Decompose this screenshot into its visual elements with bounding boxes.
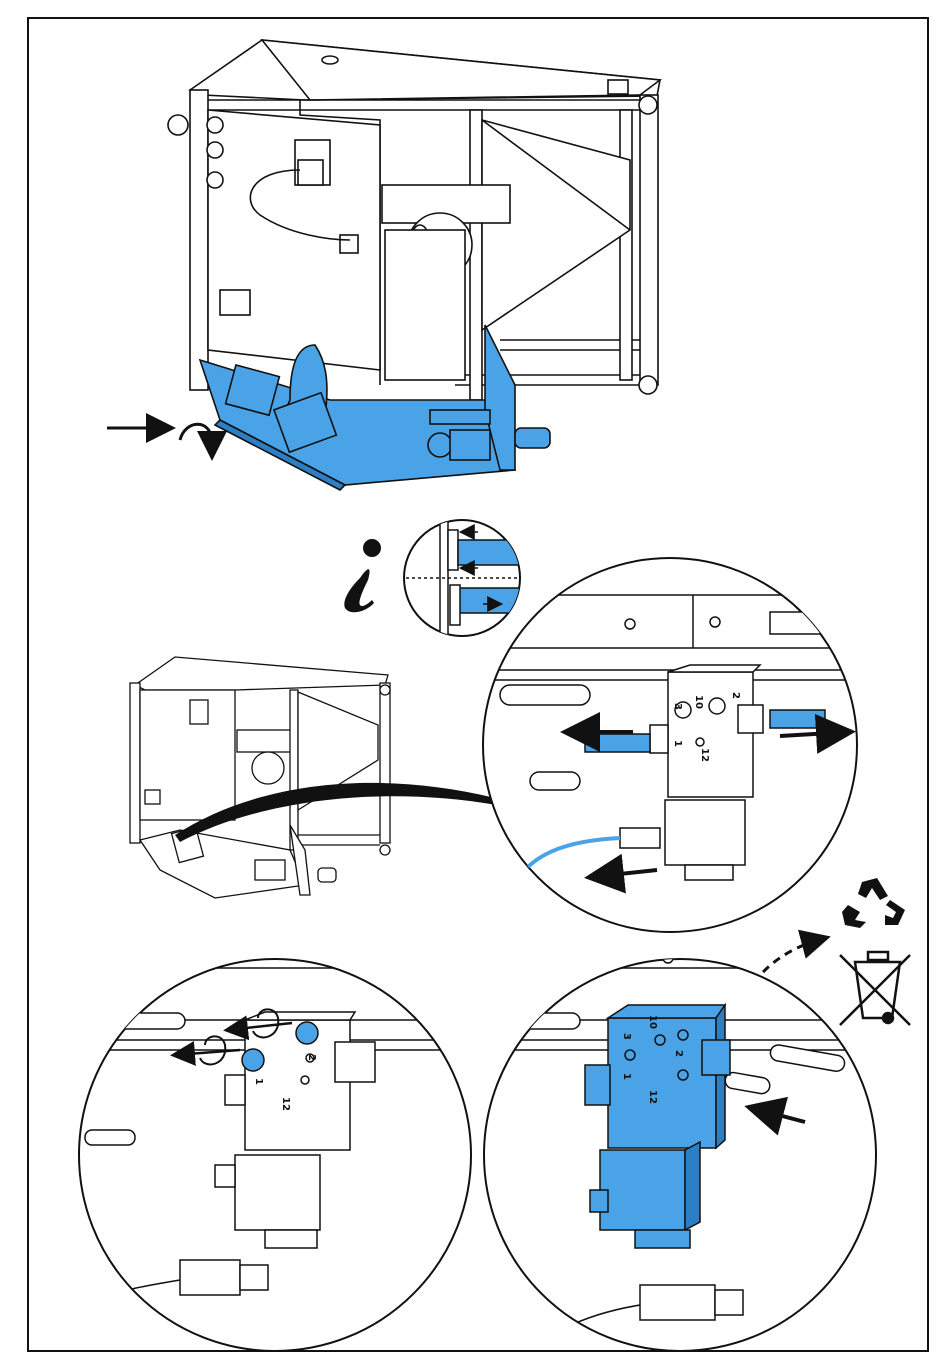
recycle-icon [842,878,905,928]
port-label: 1 [621,1073,632,1080]
main-unit-drawing [168,40,660,400]
port-label: 3 [672,703,683,710]
port-label: 10 [693,695,704,709]
port-label: 12 [280,1097,291,1111]
info-icon [344,539,381,612]
port-label: 1 [672,740,683,747]
tray-small [140,825,336,898]
port-label: 3 [621,1033,632,1040]
port-label: 1 [253,1078,264,1085]
unit-overview-small [130,657,390,855]
port-label: 10 [647,1015,658,1029]
port-label: 2 [730,692,741,699]
port-label: 12 [699,748,710,762]
port-label: 2 [306,1054,317,1061]
detail-circle-remove-nuts: 2 1 12 [70,959,480,1351]
detail-circle-replace-valve: 10 3 2 1 12 [480,953,880,1351]
detail-circle-remove-hoses: 10 2 3 1 12 [480,558,870,932]
info-detail-circle [400,520,528,640]
rotate-arrow [180,424,212,455]
crossed-out-bin-icon [840,952,910,1025]
port-label: 2 [673,1050,684,1057]
port-label: 12 [647,1090,658,1104]
